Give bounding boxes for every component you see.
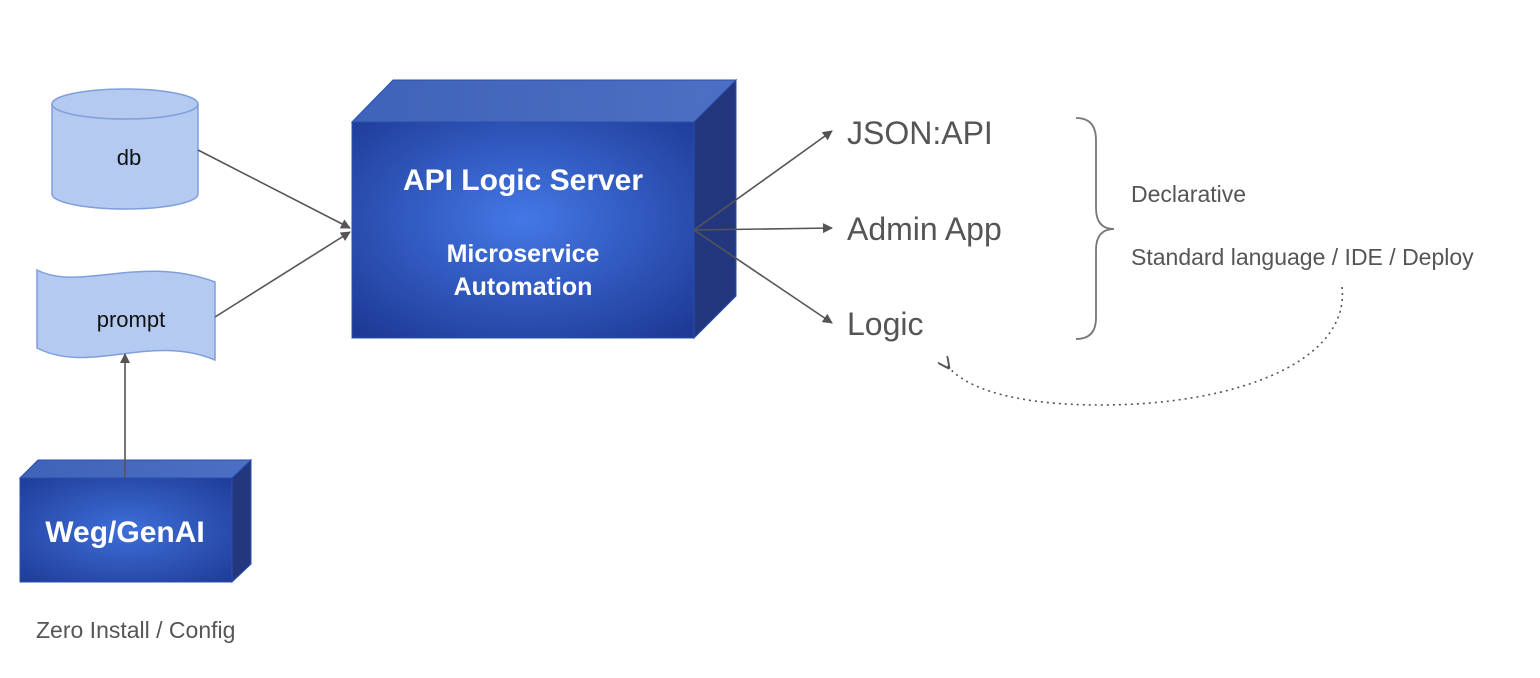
- arrow-server-to-adminapp: [693, 223, 833, 234]
- note-standard: Standard language / IDE / Deploy: [1131, 244, 1474, 270]
- prompt-label: prompt: [97, 307, 165, 332]
- webgenai-label: Weg/GenAI: [45, 516, 204, 549]
- dotted-arrow-to-logic: [946, 286, 1344, 406]
- webgenai-box: Weg/GenAI: [18, 458, 253, 584]
- webgenai-caption: Zero Install / Config: [36, 617, 235, 643]
- note-declarative: Declarative: [1131, 181, 1246, 207]
- right-brace: [1075, 117, 1115, 340]
- arrow-prompt-to-server: [214, 231, 351, 318]
- output-logic: Logic: [847, 306, 924, 342]
- output-adminapp: Admin App: [847, 211, 1002, 247]
- output-jsonapi: JSON:API: [847, 115, 993, 151]
- api-logic-server-box: API Logic Server Microservice Automation: [350, 78, 738, 340]
- db-cylinder: db: [51, 88, 199, 210]
- server-subtitle-line2: Automation: [454, 273, 593, 301]
- arrow-server-to-logic: [693, 229, 833, 324]
- db-label: db: [117, 145, 141, 170]
- arrow-db-to-server: [197, 149, 351, 229]
- server-title: API Logic Server: [403, 164, 643, 197]
- server-subtitle-line1: Microservice: [447, 240, 600, 268]
- prompt-document: prompt: [36, 268, 216, 362]
- arrow-server-to-jsonapi: [693, 130, 833, 231]
